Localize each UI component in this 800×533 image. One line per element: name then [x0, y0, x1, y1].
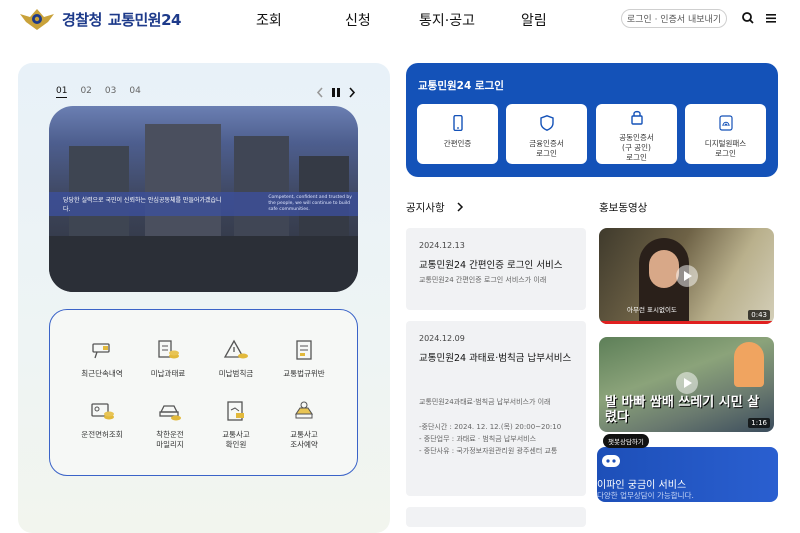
chevron-right-icon [457, 202, 464, 212]
joint-cert-login-button[interactable]: 공동인증서 (구 공인) 로그인 [596, 104, 677, 164]
service-license-lookup[interactable]: 운전면허조회 [70, 400, 134, 440]
slide-tab-4[interactable]: 04 [129, 86, 141, 96]
login-cert-export-button[interactable]: 로그인 · 인증서 내보내기 [621, 9, 727, 28]
financial-cert-login-button[interactable]: 금융인증서 로그인 [506, 104, 587, 164]
shield-icon [539, 115, 554, 131]
video-caption: 발 바빠 쌈배 쓰레기 시민 살렸다 [605, 395, 760, 425]
notice-line: - 중단업무 : 과태료 · 범칙금 납부서비스 [419, 435, 537, 443]
prev-slide-icon[interactable] [316, 87, 324, 98]
service-label: 미납범칙금 [218, 369, 254, 378]
nav-notice-announce[interactable]: 통지·공고 [419, 13, 475, 29]
slide-tabs: 01 02 03 04 [56, 86, 141, 98]
slide-banner: 당당한 실력으로 국민이 신뢰하는 안심공동체를 만들어가겠습니다. Compe… [49, 192, 358, 216]
nav-lookup[interactable]: 조회 [256, 13, 282, 29]
fingerprint-icon [718, 115, 733, 131]
slide-tab-3[interactable]: 03 [104, 86, 117, 96]
coin-bill-icon [158, 340, 179, 359]
login-button-label: 금융인증서 로그인 [529, 139, 564, 158]
service-label: 교통사고 확인원 [222, 430, 250, 449]
login-panel: 교통민원24 로그인 간편인증 금융인증서 로그인 공동인증서 (구 공인) 로… [406, 63, 778, 177]
login-button-label: 간편인증 [443, 139, 472, 148]
service-label: 운전면허조회 [81, 430, 123, 439]
search-icon[interactable] [740, 10, 756, 26]
login-button-label: 디지털원패스 로그인 [704, 139, 747, 158]
notice-line: -중단시간 : 2024. 12. 12.(목) 20:00~20:10 [419, 423, 562, 431]
slide-tab-2[interactable]: 02 [80, 86, 92, 96]
service-label: 미납과태료 [150, 369, 186, 378]
chatbot-tooltip[interactable]: 챗봇상담하기 [603, 434, 649, 448]
service-label: 착한운전 마일리지 [156, 430, 184, 449]
service-traffic-violation[interactable]: 교통법규위반 [272, 339, 336, 379]
notice-desc: 교통민원24과태료·범칙금 납부서비스가 이래 [419, 398, 551, 406]
notice-date: 2024.12.09 [419, 334, 465, 343]
document-icon [296, 340, 312, 360]
slide-banner-text: 당당한 실력으로 국민이 신뢰하는 안심공동체를 만들어가겠습니다. [63, 197, 222, 213]
login-title: 교통민원24 로그인 [418, 80, 504, 92]
chatbot-subtitle: 다양한 업무상담이 가능합니다. [597, 491, 694, 500]
digital-onepass-login-button[interactable]: 디지털원패스 로그인 [685, 104, 766, 164]
accident-doc-icon [227, 401, 244, 421]
video-caption: 아무런 표시없이도 [627, 306, 677, 314]
notices-title-text: 공지사항 [406, 202, 445, 214]
simple-auth-login-button[interactable]: 간편인증 [417, 104, 498, 164]
logo-police-text: 경찰청 [62, 10, 102, 29]
service-recent-enforcement[interactable]: 최근단속내역 [70, 339, 134, 379]
phone-icon [452, 114, 463, 132]
service-label: 교통사고 조사예약 [290, 430, 318, 449]
service-good-driving-mileage[interactable]: 착한운전 마일리지 [138, 400, 202, 450]
chatbot-robot-icon [602, 455, 620, 467]
quick-services-box [49, 309, 358, 476]
nav-apply[interactable]: 신청 [345, 13, 371, 29]
notice-date: 2024.12.13 [419, 241, 465, 250]
videos-title: 홍보동영상 [599, 202, 648, 214]
accident-reserve-icon [294, 401, 314, 419]
video-duration: 0:43 [748, 310, 770, 320]
warning-coin-icon [223, 339, 248, 359]
slide-tab-1[interactable]: 01 [56, 86, 68, 98]
chatbot-title: 이파인 궁금이 서비스 [597, 480, 687, 491]
video-cartoon-figure [734, 342, 764, 387]
pause-icon[interactable] [331, 87, 341, 98]
id-card-icon [91, 403, 114, 420]
menu-icon[interactable] [763, 10, 779, 26]
play-icon[interactable] [676, 265, 698, 287]
notice-card[interactable]: 2024.12.13 교통민원24 간편인증 로그인 서비스 교통민원24 간편… [406, 228, 586, 310]
notice-card[interactable] [406, 507, 586, 527]
service-accident-reservation[interactable]: 교통사고 조사예약 [272, 400, 336, 450]
lock-icon [630, 110, 643, 125]
chatbot-banner[interactable] [597, 447, 778, 502]
notice-card[interactable]: 2024.12.09 교통민원24 과태료·범칙금 납부서비스 교통민원24과태… [406, 321, 586, 496]
police-emblem-icon [20, 9, 54, 30]
next-slide-icon[interactable] [348, 87, 356, 98]
notices-title[interactable]: 공지사항 [406, 200, 464, 215]
camera-icon [92, 343, 110, 359]
video-thumbnail[interactable]: 아무런 표시없이도 0:43 [599, 228, 774, 324]
video-thumbnail[interactable]: 발 바빠 쌈배 쓰레기 시민 살렸다 1:16 [599, 337, 774, 432]
header: 경찰청 교통민원24 조회 신청 통지·공고 알림 로그인 · 인증서 내보내기 [0, 0, 800, 38]
service-unpaid-penalties[interactable]: 미납범칙금 [204, 339, 268, 379]
notice-line: - 중단사유 : 국가정보자원관리원 광주센터 교통 [419, 447, 558, 455]
login-button-label: 공동인증서 (구 공인) 로그인 [619, 133, 654, 162]
video-duration: 1:16 [748, 418, 770, 428]
notice-title: 교통민원24 간편인증 로그인 서비스 [419, 260, 563, 271]
logo-service-text: 교통민원24 [107, 10, 182, 29]
play-icon[interactable] [676, 372, 698, 394]
service-label: 교통법규위반 [283, 369, 325, 378]
video-progress-bar [599, 321, 774, 324]
car-coin-icon [159, 405, 181, 421]
logo[interactable]: 경찰청 교통민원24 [18, 6, 181, 32]
video-face [649, 250, 679, 288]
notice-title: 교통민원24 과태료·범칙금 납부서비스 [419, 353, 572, 364]
slide-image[interactable]: 당당한 실력으로 국민이 신뢰하는 안심공동체를 만들어가겠습니다. Compe… [49, 106, 358, 292]
service-accident-confirmation[interactable]: 교통사고 확인원 [204, 400, 268, 450]
service-unpaid-fines[interactable]: 미납과태료 [136, 339, 200, 379]
nav-alerts[interactable]: 알림 [521, 13, 547, 29]
service-label: 최근단속내역 [81, 369, 123, 378]
slide-banner-en: Competent, confident and trusted by the … [268, 195, 352, 212]
notice-desc: 교통민원24 간편인증 로그인 서비스가 이래 [419, 276, 547, 284]
